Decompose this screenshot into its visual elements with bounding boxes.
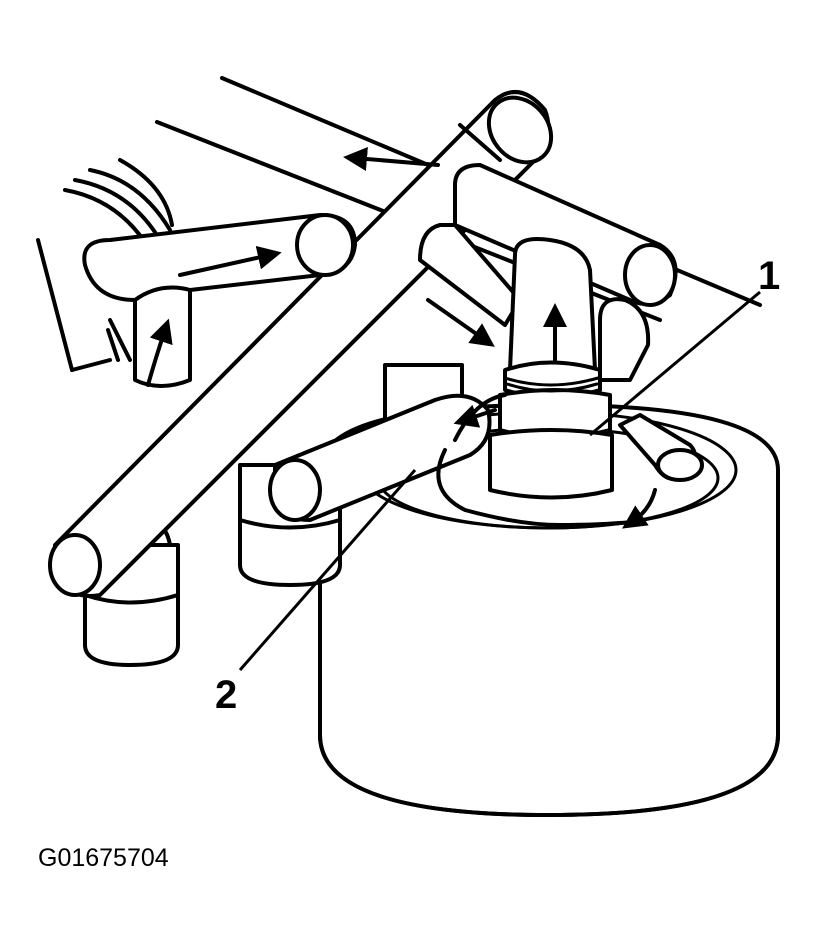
callout-2-leader xyxy=(238,469,417,671)
callout-1-label: 1 xyxy=(758,254,780,298)
callout-1-leader xyxy=(589,290,761,437)
oil-cooler-outlet-pipe xyxy=(268,393,492,522)
diagonal-pipe xyxy=(48,90,554,598)
oil-flow-arrows xyxy=(146,147,657,529)
callout-2-label: 2 xyxy=(215,673,237,717)
center-vertical-pipe xyxy=(508,237,597,372)
oil-cooler-center-bolt xyxy=(488,360,614,500)
right-cooler-port xyxy=(618,413,704,482)
right-elbow xyxy=(598,297,651,382)
figure-id: G01675704 xyxy=(38,844,169,872)
upper-right-pipe xyxy=(418,163,678,327)
callout-leaders xyxy=(238,290,761,671)
